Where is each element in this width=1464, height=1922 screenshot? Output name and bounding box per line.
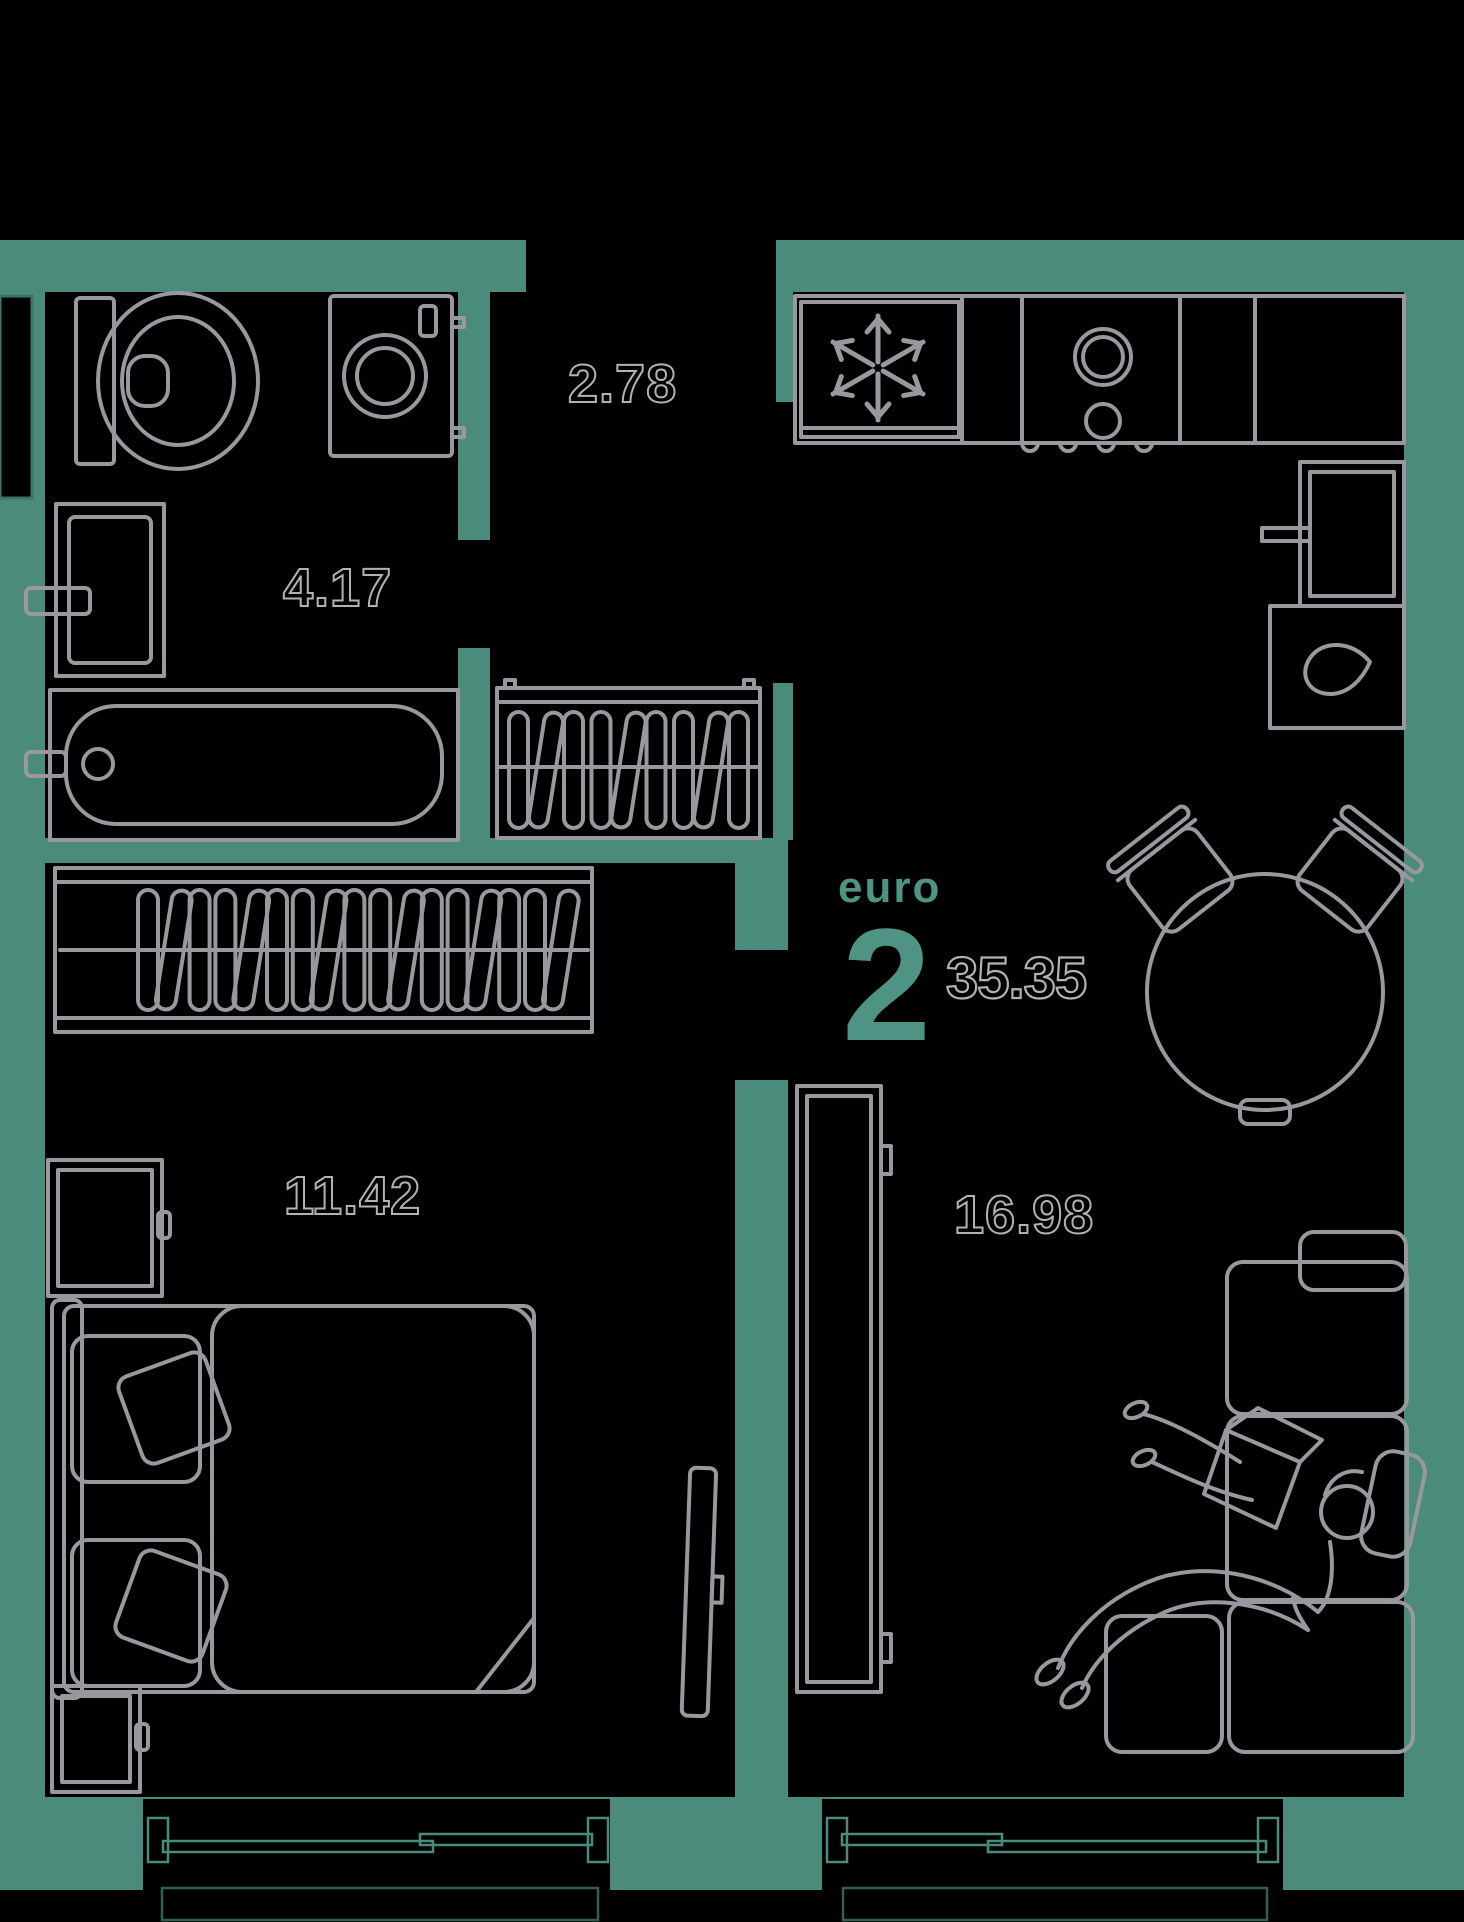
sofa-chaise-cushion: [1104, 1614, 1224, 1754]
rooms-count-label: 2: [842, 895, 931, 1074]
bathtub: [24, 688, 460, 842]
person-leg: [1056, 1569, 1320, 1670]
wall-hall-kitchen-upper: [776, 292, 793, 402]
nightstand-bottom: [50, 1684, 150, 1794]
nightstand-top: [46, 1158, 172, 1298]
bedroom-window: [143, 1799, 610, 1922]
bedroom-wardrobe: [53, 866, 594, 1034]
window-sill: [160, 1886, 600, 1922]
wall-bedroom-top: [45, 838, 788, 863]
hanger-coils: [136, 888, 581, 1012]
person-torso: [1316, 1540, 1334, 1614]
kitchen-living-area-label: 16.98: [954, 1185, 1094, 1245]
fridge: [799, 300, 961, 439]
wall-bathroom-right-lower: [458, 648, 490, 840]
person-arm: [1141, 1412, 1242, 1464]
duvet: [210, 1304, 536, 1694]
media-console: [795, 1084, 893, 1694]
wall-top-right: [776, 240, 1464, 292]
window-sill: [841, 1886, 1269, 1922]
person-arm: [1150, 1460, 1254, 1502]
window-jamb: [586, 1816, 610, 1864]
window-pane: [840, 1832, 1004, 1847]
kitchen-counter: [793, 294, 1406, 445]
person-hand: [1122, 1399, 1150, 1421]
sofa: [1104, 1230, 1415, 1754]
duvet-fold: [474, 1616, 536, 1694]
dining-table: [1145, 872, 1385, 1126]
wall-top-left: [0, 240, 526, 292]
window-pane: [986, 1839, 1268, 1854]
person-foot: [1034, 1657, 1066, 1687]
hallway-area-label: 2.78: [568, 354, 677, 414]
washing-machine: [328, 294, 466, 458]
bed: [50, 1298, 536, 1700]
book: [1224, 1406, 1324, 1464]
walls: [0, 240, 1464, 1890]
pillow: [113, 1548, 229, 1664]
bathroom-area-label: 4.17: [283, 558, 392, 618]
person-foot: [1059, 1680, 1091, 1710]
total-area-label: 35.35: [946, 946, 1086, 1011]
person-pillow: [1359, 1449, 1427, 1559]
window-pane: [418, 1832, 594, 1847]
bedroom-area-label: 11.42: [284, 1166, 421, 1226]
person-reading: [1034, 1399, 1427, 1710]
kitchen-sink-cabinet: [1268, 604, 1406, 730]
person-head: [1319, 1484, 1375, 1540]
window-pane: [161, 1839, 435, 1854]
hallway-coat-rack: [495, 678, 762, 840]
toilet: [74, 291, 260, 471]
wall-divider-stub: [735, 863, 788, 950]
person-leg: [1080, 1600, 1310, 1690]
snowflake-icon: [827, 316, 928, 420]
sofa-back-cushion: [1225, 1260, 1409, 1416]
kitchen-cabinet: [1260, 460, 1406, 608]
wall-left: [0, 240, 45, 1890]
hanger-coils: [507, 710, 750, 830]
bathroom-sink: [24, 502, 166, 678]
wall-hall-kitchen-lower: [773, 683, 793, 840]
headboard: [50, 1298, 84, 1700]
bedroom-tv: [679, 1465, 725, 1719]
person-hand: [1130, 1447, 1158, 1469]
window-jamb: [825, 1816, 849, 1864]
sofa-seat-cushion: [1227, 1600, 1415, 1754]
living-room-window: [822, 1799, 1283, 1922]
pillow: [70, 1334, 202, 1484]
mattress: [62, 1304, 536, 1694]
pillow: [116, 1350, 232, 1466]
book: [1202, 1428, 1302, 1530]
stove: [1020, 327, 1154, 453]
wall-bedroom-living-divider: [735, 1080, 788, 1797]
wall-bathroom-right-upper: [458, 292, 490, 540]
apartment-type-label: euro: [838, 863, 941, 912]
wall-niche: [0, 294, 34, 500]
sink-drain: [1303, 643, 1372, 696]
